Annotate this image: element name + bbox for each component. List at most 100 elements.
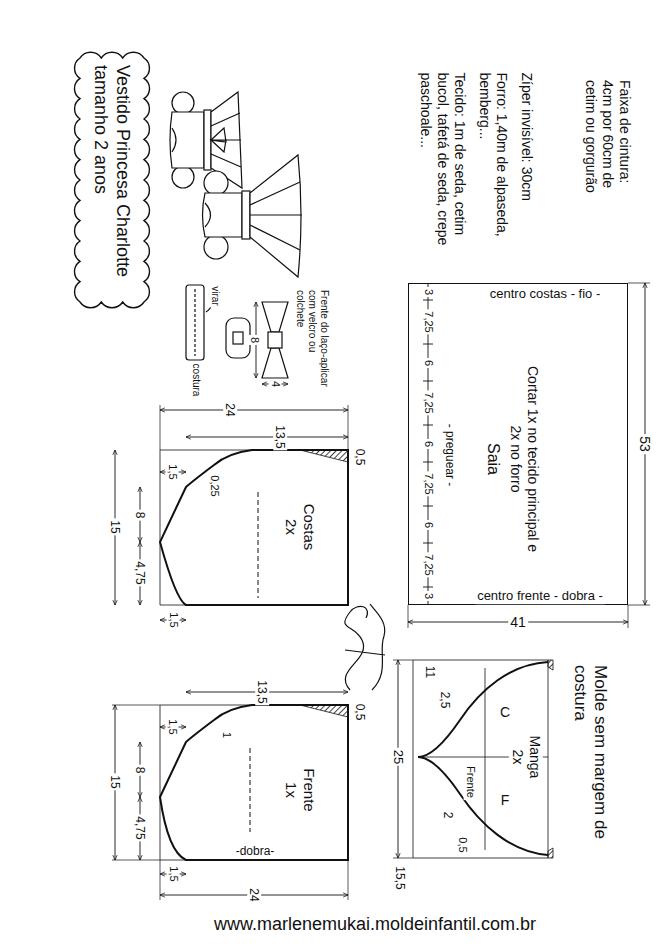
label-text: 6 xyxy=(421,357,434,367)
signature-scribble xyxy=(345,604,385,690)
dress-sketch xyxy=(170,112,204,168)
label-text: 1,5 xyxy=(166,864,179,883)
label-text: 53 xyxy=(637,434,654,454)
label-text: 0,5 xyxy=(455,835,468,854)
piece-line xyxy=(300,705,348,717)
dress-sketch xyxy=(204,171,228,195)
dress-sketch xyxy=(170,92,302,277)
dress-sketch xyxy=(242,191,250,239)
extension-line xyxy=(160,405,348,900)
label-text: 25 xyxy=(390,748,406,766)
piece-outline xyxy=(160,705,348,860)
dress-sketch xyxy=(172,92,194,114)
label-text: Frente do laço-aplicar com velcro ou col… xyxy=(294,288,330,392)
label-text: Molde sem margem de costura xyxy=(570,663,611,867)
label-text: 3 xyxy=(421,591,434,601)
label-text: 15 xyxy=(108,773,122,790)
bow-sketch xyxy=(268,332,282,348)
label-text: - preguear - xyxy=(443,422,457,489)
bow-sketch xyxy=(186,285,204,360)
label-text: 7,25 xyxy=(421,552,434,577)
label-text: 6 xyxy=(421,438,434,448)
piece-label: Frente 1x xyxy=(282,766,318,813)
label-text: -dobra- xyxy=(234,844,277,858)
label-text: 24 xyxy=(247,886,261,903)
label-text: 1,5 xyxy=(165,717,178,736)
dress-sketch xyxy=(172,128,176,152)
label-text: www.marlenemukai.moldeinfantil.com.br xyxy=(212,914,538,936)
dress-sketch xyxy=(203,193,243,237)
piece-label: Manga 2x xyxy=(509,734,543,781)
label-text: 0,5 xyxy=(353,447,367,468)
dimension-line xyxy=(160,410,348,411)
label-text: Forro: 1,40m de alpaseda, bemberg... xyxy=(476,71,510,270)
dimension-line xyxy=(115,283,645,895)
label-text: 8 xyxy=(133,510,147,521)
piece-line xyxy=(300,450,348,462)
dress-sketch xyxy=(205,203,211,227)
bow-sketch xyxy=(262,302,288,332)
label-text: 7,25 xyxy=(421,309,434,334)
label-text: 4,75 xyxy=(133,559,147,586)
label-text: 8 xyxy=(247,335,260,345)
dress-sketch xyxy=(211,128,226,152)
bow-sketch xyxy=(194,289,195,356)
label-text: 2 xyxy=(441,810,455,821)
label-text: 0,5 xyxy=(353,702,367,723)
dress-sketch xyxy=(211,113,241,167)
title-cloud xyxy=(74,52,149,308)
piece-line xyxy=(548,660,553,858)
label-text: costura xyxy=(190,362,202,399)
piece-line xyxy=(160,450,348,605)
dimension-line xyxy=(186,437,348,438)
label-text: Faixa de cintura: 4cm por 60cm de cetim … xyxy=(583,78,633,202)
label-text: 7,25 xyxy=(421,390,434,415)
dress-sketch xyxy=(204,110,211,170)
bow-sketch xyxy=(226,318,250,358)
piece-label: Saia xyxy=(484,441,503,477)
piece-outline xyxy=(160,450,348,605)
piece-line xyxy=(160,450,348,605)
label-text: C xyxy=(498,704,512,721)
label-text: 0,25 xyxy=(207,473,220,498)
label-text: 15 xyxy=(108,518,122,535)
label-text: 3 xyxy=(421,286,434,296)
pattern-piece: Costas 2x xyxy=(160,450,348,605)
label-text: 2,5 xyxy=(438,690,452,711)
label-text: 24 xyxy=(223,401,237,418)
piece-line xyxy=(160,705,348,860)
label-text: 8 xyxy=(133,765,147,776)
label-text: 1 xyxy=(219,730,232,740)
label-text: 11 xyxy=(423,664,437,680)
label-text: Tecido: 1m de seda, cetim bucol, tafetá … xyxy=(418,71,468,270)
label-text: centro frente - dobra - xyxy=(475,588,605,604)
label-text: 7,25 xyxy=(421,471,434,496)
label-text: 1,5 xyxy=(165,462,178,481)
label-text: 1,5 xyxy=(166,610,179,629)
label-text: 15,5 xyxy=(393,864,407,891)
pattern-piece: Saia Cortar 1x no tecido principal e 2x n… xyxy=(408,283,628,605)
label-text: 4 xyxy=(268,379,281,389)
label-text: 41 xyxy=(508,614,528,631)
label-text: Zíper invisível: 30cm xyxy=(519,71,536,270)
label-text: 6 xyxy=(421,519,434,529)
piece-line xyxy=(250,748,251,832)
label-text: 13,5 xyxy=(255,678,269,705)
dress-sketch xyxy=(204,235,228,259)
piece-label: Cortar 1x no tecido principal e 2x no fo… xyxy=(508,357,542,561)
piece-label: Costas 2x xyxy=(282,502,318,553)
dress-sketch xyxy=(250,155,301,277)
piece-line xyxy=(160,705,348,860)
extension-line xyxy=(408,283,650,628)
dress-sketch xyxy=(172,166,194,188)
pattern-piece: Manga 2x xyxy=(413,660,548,858)
label-text: F xyxy=(499,792,512,809)
piece-line xyxy=(413,660,548,858)
label-text: virar xyxy=(209,284,221,307)
pattern-piece: Frente 1x xyxy=(160,705,348,860)
label-text: 13,5 xyxy=(273,423,287,450)
label-text: centro costas - fio - xyxy=(488,286,603,302)
piece-line xyxy=(258,492,259,598)
bow-sketch xyxy=(233,332,243,344)
